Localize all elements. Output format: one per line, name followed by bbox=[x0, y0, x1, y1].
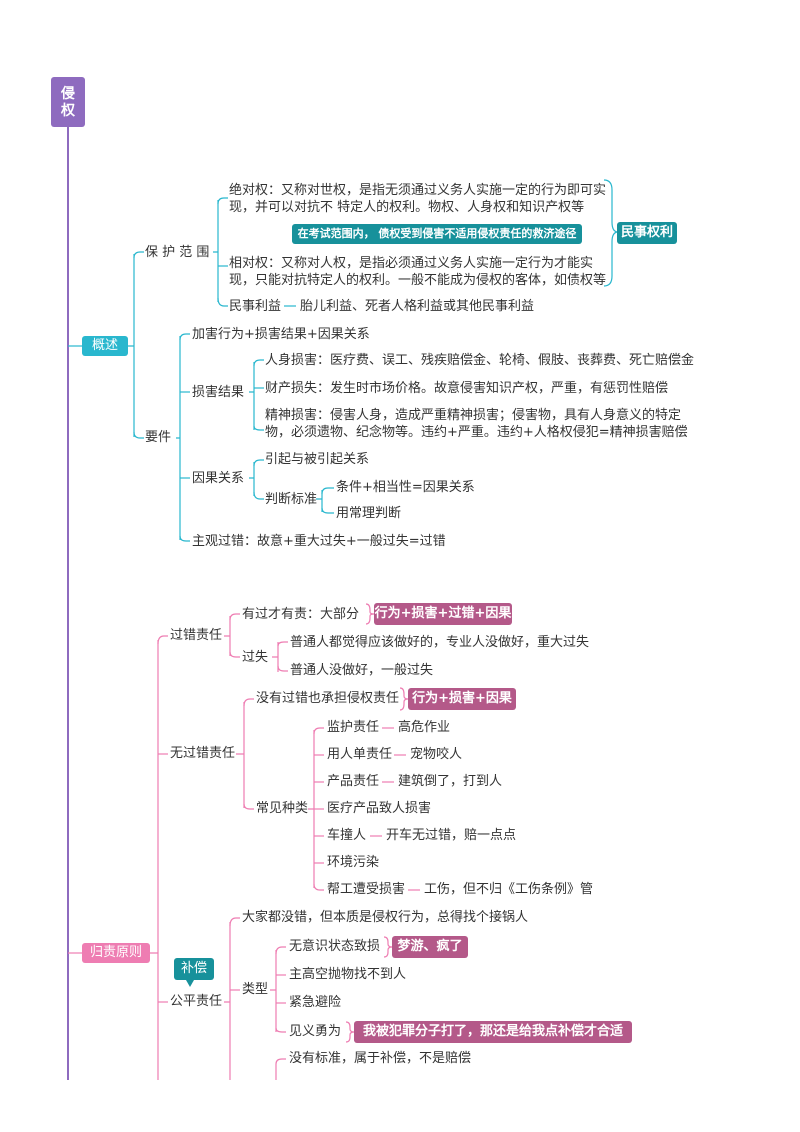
civil-rights-tag: 民事权利 bbox=[617, 222, 677, 244]
subjective-fault: 主观过错：故意+重大过失+一般过失=过错 bbox=[192, 534, 446, 549]
unconscious-tag: 梦游、疯了 bbox=[392, 936, 468, 958]
overview-node: 概述 bbox=[82, 336, 128, 356]
fairness-liability-node: 公平责任 bbox=[170, 994, 223, 1009]
exam-scope-note: 在考试范围内， 债权受到侵害不适用侵权责任的救济途径 bbox=[292, 224, 582, 244]
type-guardian: 监护责任 bbox=[327, 720, 380, 735]
type-employer-detail: 宠物咬人 bbox=[410, 747, 463, 762]
mental-damage-line1: 精神损害：侵害人身，造成严重精神损害；侵害物，具有人身意义的特定 bbox=[265, 408, 682, 423]
absolute-right-line2: 现，并可以对抗不 特定人的权利。物权、人身权和知识产权等 bbox=[229, 200, 585, 215]
causation-cause: 引起与被引起关系 bbox=[265, 452, 370, 467]
fairness-item1: 大家都没错，但本质是侵权行为，总得找个接锅人 bbox=[242, 910, 529, 925]
personal-damage: 人身损害：医疗费、误工、残疾赔偿金、轮椅、假肢、丧葬费、死亡赔偿金 bbox=[265, 353, 695, 368]
criteria-common-sense: 用常理判断 bbox=[336, 506, 402, 521]
type-product: 产品责任 bbox=[327, 774, 380, 789]
fairness-types-node: 类型 bbox=[242, 982, 269, 997]
elements-formula: 加害行为+损害结果+因果关系 bbox=[192, 327, 370, 342]
type-guardian-detail: 高危作业 bbox=[398, 720, 451, 735]
ordinary-negligence: 普通人没做好，一般过失 bbox=[290, 663, 434, 678]
no-fault-item1: 没有过错也承担侵权责任 bbox=[256, 691, 400, 706]
negligence-node: 过失 bbox=[242, 650, 269, 665]
gross-negligence: 普通人都觉得应该做好的，专业人没做好，重大过失 bbox=[290, 635, 590, 650]
heroism-tag: 我被犯罪分子打了，那还是给我点补偿才合适 bbox=[354, 1021, 632, 1043]
type-helper: 帮工遭受损害 bbox=[327, 882, 406, 897]
common-types-node: 常见种类 bbox=[256, 801, 309, 816]
fairness-type-high-altitude: 主高空抛物找不到人 bbox=[289, 967, 407, 982]
causation-node: 因果关系 bbox=[192, 471, 245, 486]
fault-elements-tag: 行为+损害+过错+因果 bbox=[374, 603, 512, 625]
judgment-criteria-node: 判断标准 bbox=[265, 492, 318, 507]
root-topic: 侵 权 bbox=[51, 77, 85, 127]
civil-interest-detail: 胎儿利益、死者人格利益或其他民事利益 bbox=[300, 299, 535, 314]
no-fault-elements-tag: 行为+损害+因果 bbox=[408, 688, 516, 710]
no-fault-node: 无过错责任 bbox=[170, 746, 236, 761]
relative-right-line2: 现，只能对抗特定人的权利。一般不能成为侵权的客体，如债权等 bbox=[229, 273, 607, 288]
fault-liability-item1: 有过才有责：大部分 bbox=[242, 607, 360, 622]
type-helper-detail: 工伤，但不归《工伤条例》管 bbox=[424, 882, 594, 897]
mental-damage-line2: 物，必须遗物、纪念物等。违约+严重。违约+人格权侵犯=精神损害赔偿 bbox=[265, 425, 688, 440]
civil-interest-node: 民事利益 bbox=[229, 299, 282, 314]
elements-node: 要件 bbox=[145, 430, 172, 445]
type-environment: 环境污染 bbox=[327, 855, 380, 870]
type-vehicle: 车撞人 bbox=[327, 828, 367, 843]
absolute-right-line1: 绝对权：又称对世权，是指无须通过义务人实施一定的行为即可实 bbox=[229, 183, 607, 198]
criteria-condition: 条件+相当性=因果关系 bbox=[336, 480, 475, 495]
fairness-item-last: 没有标准，属于补偿，不是赔偿 bbox=[289, 1051, 472, 1066]
fault-liability-node: 过错责任 bbox=[170, 628, 223, 643]
fairness-type-heroism: 见义勇为 bbox=[289, 1024, 342, 1039]
attribution-node: 归责原则 bbox=[82, 943, 150, 963]
type-vehicle-detail: 开车无过错，赔一点点 bbox=[386, 828, 517, 843]
protection-scope-node: 保 护 范 围 bbox=[145, 245, 210, 260]
compensation-callout: 补偿 bbox=[174, 958, 214, 980]
fairness-type-emergency: 紧急避险 bbox=[289, 995, 342, 1010]
type-employer: 用人单责任 bbox=[327, 747, 393, 762]
type-product-detail: 建筑倒了，打到人 bbox=[398, 774, 503, 789]
relative-right-line1: 相对权：又称对人权，是指必须通过义务人实施一定行为才能实 bbox=[229, 256, 594, 271]
root-topic-line2: 权 bbox=[61, 103, 75, 119]
type-medical-product: 医疗产品致人损害 bbox=[327, 801, 432, 816]
property-loss: 财产损失：发生时市场价格。故意侵害知识产权，严重，有惩罚性赔偿 bbox=[265, 381, 669, 396]
root-topic-line1: 侵 bbox=[61, 86, 75, 102]
damage-result-node: 损害结果 bbox=[192, 385, 245, 400]
fairness-type-unconscious: 无意识状态致损 bbox=[289, 939, 381, 954]
